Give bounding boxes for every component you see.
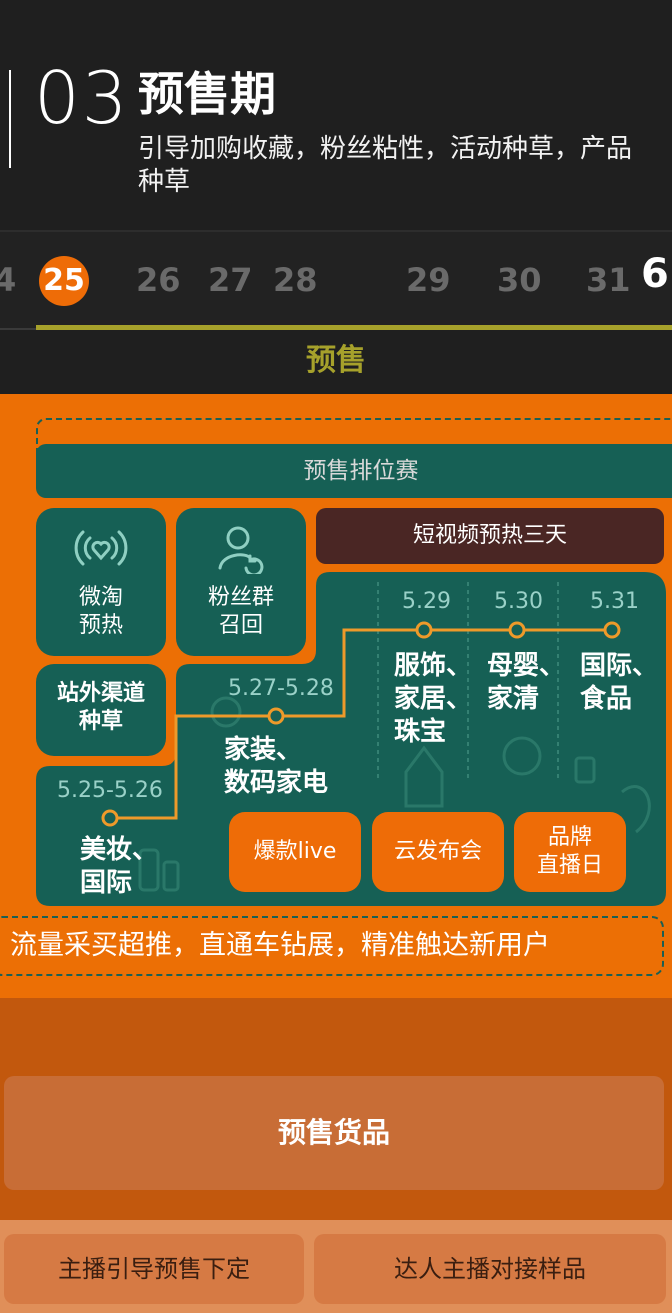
presale-panel: 预售排位赛 微淘 预热 粉丝群 召回 短视频预热三天 站外 bbox=[0, 394, 672, 998]
tile-label: 微淘 预热 bbox=[78, 585, 123, 638]
staircase-shape bbox=[36, 572, 666, 906]
presale-range-underline bbox=[36, 325, 672, 330]
schedule-date: 5.29 bbox=[402, 589, 451, 614]
schedule-date: 5.30 bbox=[494, 589, 543, 614]
schedule-staircase bbox=[36, 572, 666, 906]
date-item[interactable]: 30 bbox=[497, 261, 542, 299]
phase-label: 预售 bbox=[0, 330, 672, 394]
phase-number: 03 bbox=[34, 56, 130, 140]
date-item-active[interactable]: 25 bbox=[39, 256, 89, 306]
tile-label: 粉丝群 召回 bbox=[207, 585, 274, 638]
date-item[interactable]: 29 bbox=[406, 261, 451, 299]
date-item[interactable]: 6 bbox=[641, 251, 669, 297]
schedule-category: 母婴、 家清 bbox=[487, 651, 566, 714]
schedule-category: 服饰、 家居、 珠宝 bbox=[394, 651, 473, 747]
short-video-preheat-banner[interactable]: 短视频预热三天 bbox=[316, 508, 664, 564]
user-refresh-icon bbox=[218, 526, 264, 574]
date-item[interactable]: 27 bbox=[208, 261, 253, 299]
phase-description: 引导加购收藏，粉丝粘性，活动种草，产品种草 bbox=[138, 134, 633, 197]
hot-item-live-button[interactable]: 爆款live bbox=[229, 812, 361, 892]
date-item[interactable]: 4 bbox=[0, 261, 17, 299]
traffic-promo-bar[interactable]: 流量采买超推，直通车钻展，精准触达新用户 bbox=[0, 916, 664, 976]
header-accent-bar bbox=[9, 70, 11, 168]
schedule-date: 5.31 bbox=[590, 589, 639, 614]
broadcast-heart-icon bbox=[74, 530, 128, 566]
date-item[interactable]: 26 bbox=[136, 261, 181, 299]
schedule-category: 家装、 数码家电 bbox=[224, 735, 329, 798]
cloud-launch-button[interactable]: 云发布会 bbox=[372, 812, 504, 892]
phase-header: 03 预售期 引导加购收藏，粉丝粘性，活动种草，产品种草 bbox=[0, 0, 672, 232]
host-presale-button[interactable]: 主播引导预售下定 bbox=[4, 1234, 304, 1304]
tile-offsite-seeding[interactable]: 站外渠道 种草 bbox=[36, 664, 166, 756]
presale-ranking-bar[interactable]: 预售排位赛 bbox=[36, 444, 672, 498]
schedule-date: 5.25-5.26 bbox=[57, 778, 163, 803]
schedule-category: 国际、 食品 bbox=[580, 651, 659, 714]
schedule-date: 5.27-5.28 bbox=[228, 676, 334, 701]
date-item[interactable]: 28 bbox=[273, 261, 318, 299]
tile-fans-recall[interactable]: 粉丝群 召回 bbox=[176, 508, 306, 656]
presale-goods-button[interactable]: 预售货品 bbox=[4, 1076, 664, 1190]
date-item[interactable]: 31 bbox=[586, 261, 631, 299]
tile-weitao-preheat[interactable]: 微淘 预热 bbox=[36, 508, 166, 656]
tile-label: 站外渠道 种草 bbox=[56, 681, 145, 734]
brand-live-day-button[interactable]: 品牌 直播日 bbox=[514, 812, 626, 892]
date-strip[interactable]: 4 25 26 27 28 29 30 31 6 bbox=[0, 230, 672, 330]
date-baseline bbox=[0, 328, 36, 330]
schedule-category: 美妆、 国际 bbox=[80, 835, 159, 898]
phase-title: 预售期 bbox=[138, 67, 276, 121]
influencer-samples-button[interactable]: 达人主播对接样品 bbox=[314, 1234, 666, 1304]
